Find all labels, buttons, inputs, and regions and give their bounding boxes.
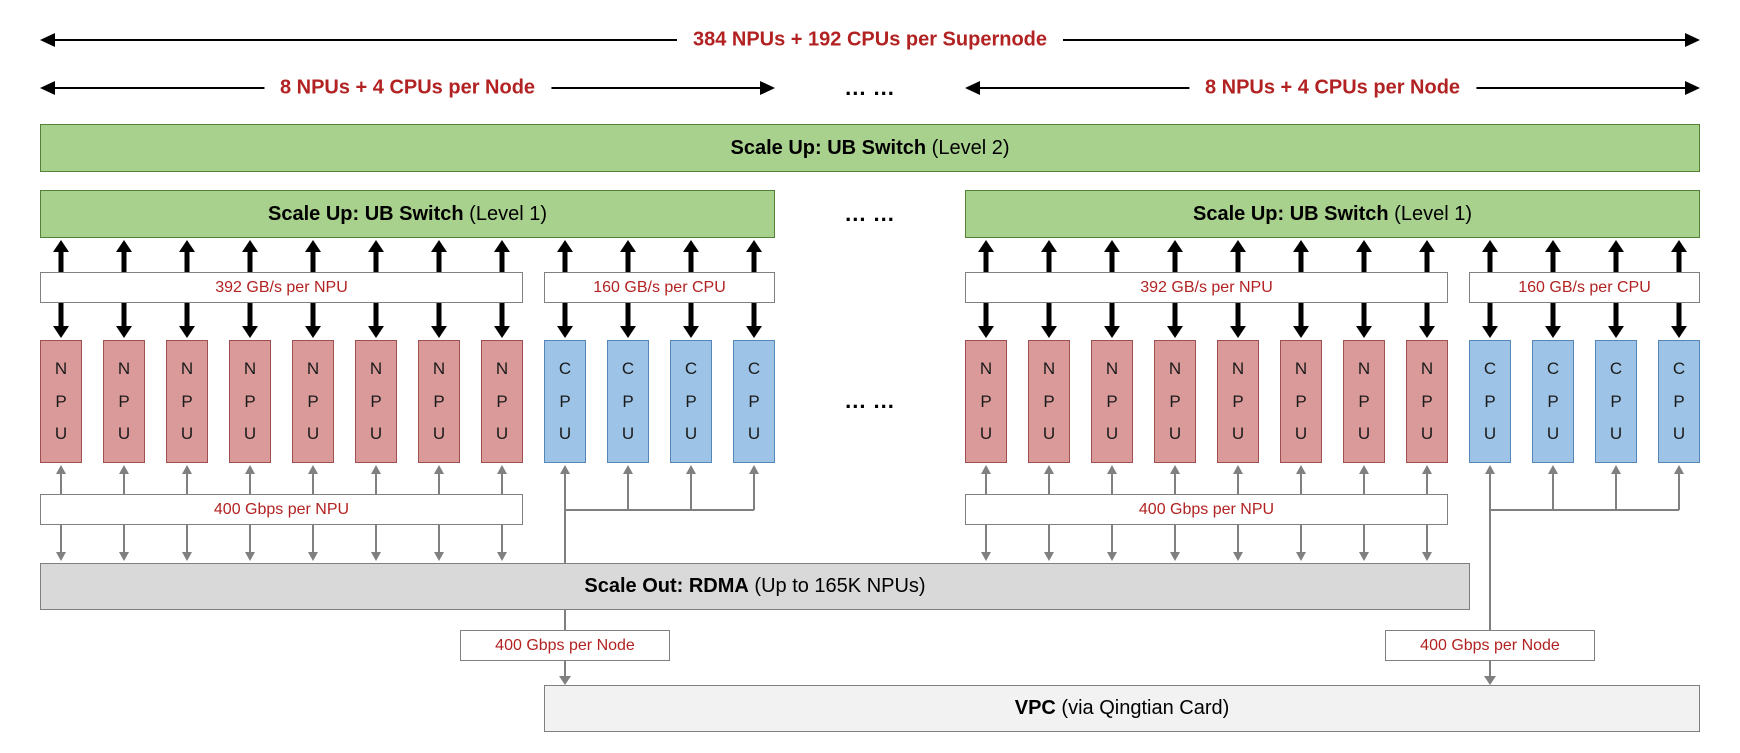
cpu-vpc-stub-arrow [685, 465, 697, 510]
npu-downlink-bandwidth-left: 400 Gbps per NPU [40, 494, 523, 525]
cpu-vpc-stub-arrow [748, 465, 760, 510]
arrow-head-right-icon [760, 81, 775, 95]
vpc-drop-line-right [1489, 509, 1491, 676]
cpu-vpc-stub-arrow [1610, 465, 1622, 510]
label-rest: (via Qingtian Card) [1055, 697, 1230, 719]
supernode-span-arrow: 384 NPUs + 192 CPUs per Supernode [40, 28, 1700, 52]
ub-switch-level1-left-label: Scale Up: UB Switch (Level 1) [268, 203, 547, 226]
label-bold: Scale Up: UB Switch [268, 202, 464, 225]
arrow-head-right-icon [1685, 81, 1700, 95]
chip-row-ellipsis: ... ... [845, 388, 895, 413]
node-downlink-bandwidth-left: 400 Gbps per Node [460, 630, 670, 661]
npu-uplink-bandwidth-left: 392 GB/s per NPU [40, 272, 523, 303]
npu-uplink-bandwidth-right: 392 GB/s per NPU [965, 272, 1448, 303]
ub-switch-level1-right: Scale Up: UB Switch (Level 1) [965, 190, 1700, 238]
node-span-label-right: 8 NPUs + 4 CPUs per Node [1188, 76, 1477, 100]
npu-downlink-bandwidth-right: 400 Gbps per NPU [965, 494, 1448, 525]
label-rest: (Level 1) [463, 202, 547, 225]
label-bold: Scale Up: UB Switch [1193, 202, 1389, 225]
rdma-plane-label: Scale Out: RDMA (Up to 165K NPUs) [584, 575, 925, 598]
cpu-merge-line-left [565, 509, 754, 511]
node-span-arrow-left: 8 NPUs + 4 CPUs per Node [40, 76, 775, 100]
cpu-vpc-stub-arrow [559, 465, 571, 510]
arrow-head-right-icon [1685, 33, 1700, 47]
label-rest: (Level 2) [926, 136, 1010, 159]
rdma-plane: Scale Out: RDMA (Up to 165K NPUs) [40, 563, 1470, 610]
node-span-arrow-right: 8 NPUs + 4 CPUs per Node [965, 76, 1700, 100]
label-bold: VPC [1014, 697, 1056, 719]
cpu-uplink-bandwidth-left: 160 GB/s per CPU [544, 272, 775, 303]
node-downlink-bandwidth-right: 400 Gbps per Node [1385, 630, 1595, 661]
cpu-vpc-stub-arrow [622, 465, 634, 510]
cpu-uplink-bandwidth-right: 160 GB/s per CPU [1469, 272, 1700, 303]
ub-switch-level2: Scale Up: UB Switch (Level 2) [40, 124, 1700, 172]
arrow-head-left-icon [40, 81, 55, 95]
supernode-span-label: 384 NPUs + 192 CPUs per Supernode [676, 28, 1064, 52]
label-bold: Scale Up: UB Switch [730, 136, 927, 159]
cpu-vpc-stub-arrow [1484, 465, 1496, 510]
ub-switch-level1-left: Scale Up: UB Switch (Level 1) [40, 190, 775, 238]
vpc-plane-label: VPC (via Qingtian Card) [1015, 697, 1230, 720]
arrow-head-left-icon [40, 33, 55, 47]
label-rest: (Up to 165K NPUs) [748, 575, 926, 597]
vpc-drop-arrowhead-right [1484, 676, 1496, 685]
switch-row-ellipsis: ... ... [845, 201, 895, 226]
node-span-label-left: 8 NPUs + 4 CPUs per Node [263, 76, 552, 100]
cpu-vpc-stub-arrow [1673, 465, 1685, 510]
vpc-drop-arrowhead-left [559, 676, 571, 685]
label-bold: Scale Out: RDMA [584, 575, 749, 597]
arrow-head-left-icon [965, 81, 980, 95]
ub-switch-level2-label: Scale Up: UB Switch (Level 2) [731, 137, 1010, 160]
cpu-vpc-stub-arrow [1547, 465, 1559, 510]
vpc-plane: VPC (via Qingtian Card) [544, 685, 1700, 732]
label-rest: (Level 1) [1388, 202, 1472, 225]
ub-switch-level1-right-label: Scale Up: UB Switch (Level 1) [1193, 203, 1472, 226]
node-row-ellipsis: ... ... [845, 75, 895, 100]
cpu-merge-line-right [1490, 509, 1679, 511]
